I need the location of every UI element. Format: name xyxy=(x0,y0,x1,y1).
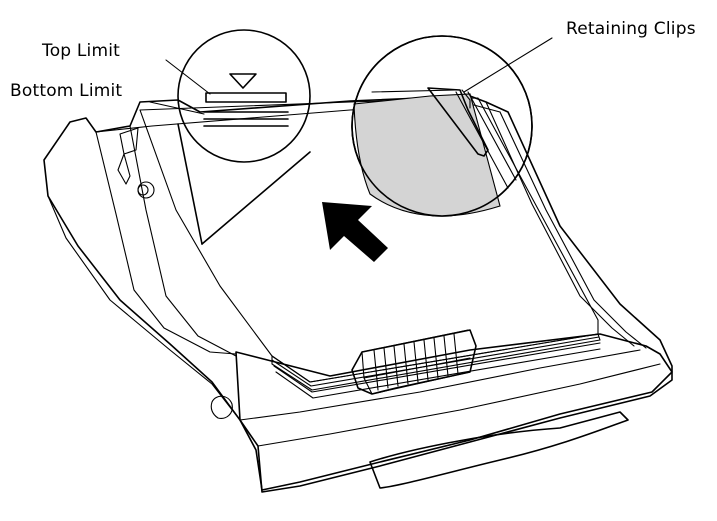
tray-body xyxy=(43,95,673,493)
tray-left-wall xyxy=(43,95,673,493)
tray-right-inner-wall xyxy=(499,111,647,349)
retaining-clips-label: Retaining Clips xyxy=(566,19,696,39)
tray-front-face xyxy=(235,333,673,491)
retaining-clip[interactable] xyxy=(427,87,489,157)
bottom-limit-lines xyxy=(203,111,289,127)
retaining-clips-leader xyxy=(463,37,553,93)
tray-left-inner-panel xyxy=(95,131,237,355)
tray-inner-rim xyxy=(95,103,501,133)
paper-stack xyxy=(139,97,601,399)
top-limit-leader xyxy=(165,59,211,95)
triangle-down-icon xyxy=(229,73,257,89)
tray-handle[interactable] xyxy=(369,411,629,489)
limit-callout xyxy=(177,29,311,245)
top-limit-label: Top Limit xyxy=(41,41,120,61)
tray-left-lever[interactable] xyxy=(117,127,155,199)
arrow-up-left-icon xyxy=(322,202,388,262)
top-limit-bar xyxy=(205,92,287,103)
paper-length-guide[interactable] xyxy=(351,329,477,395)
tray-side-knob xyxy=(210,395,233,419)
bottom-limit-label: Bottom Limit xyxy=(10,81,122,101)
clips-callout xyxy=(351,35,533,217)
bottom-limit-leader xyxy=(149,101,205,115)
